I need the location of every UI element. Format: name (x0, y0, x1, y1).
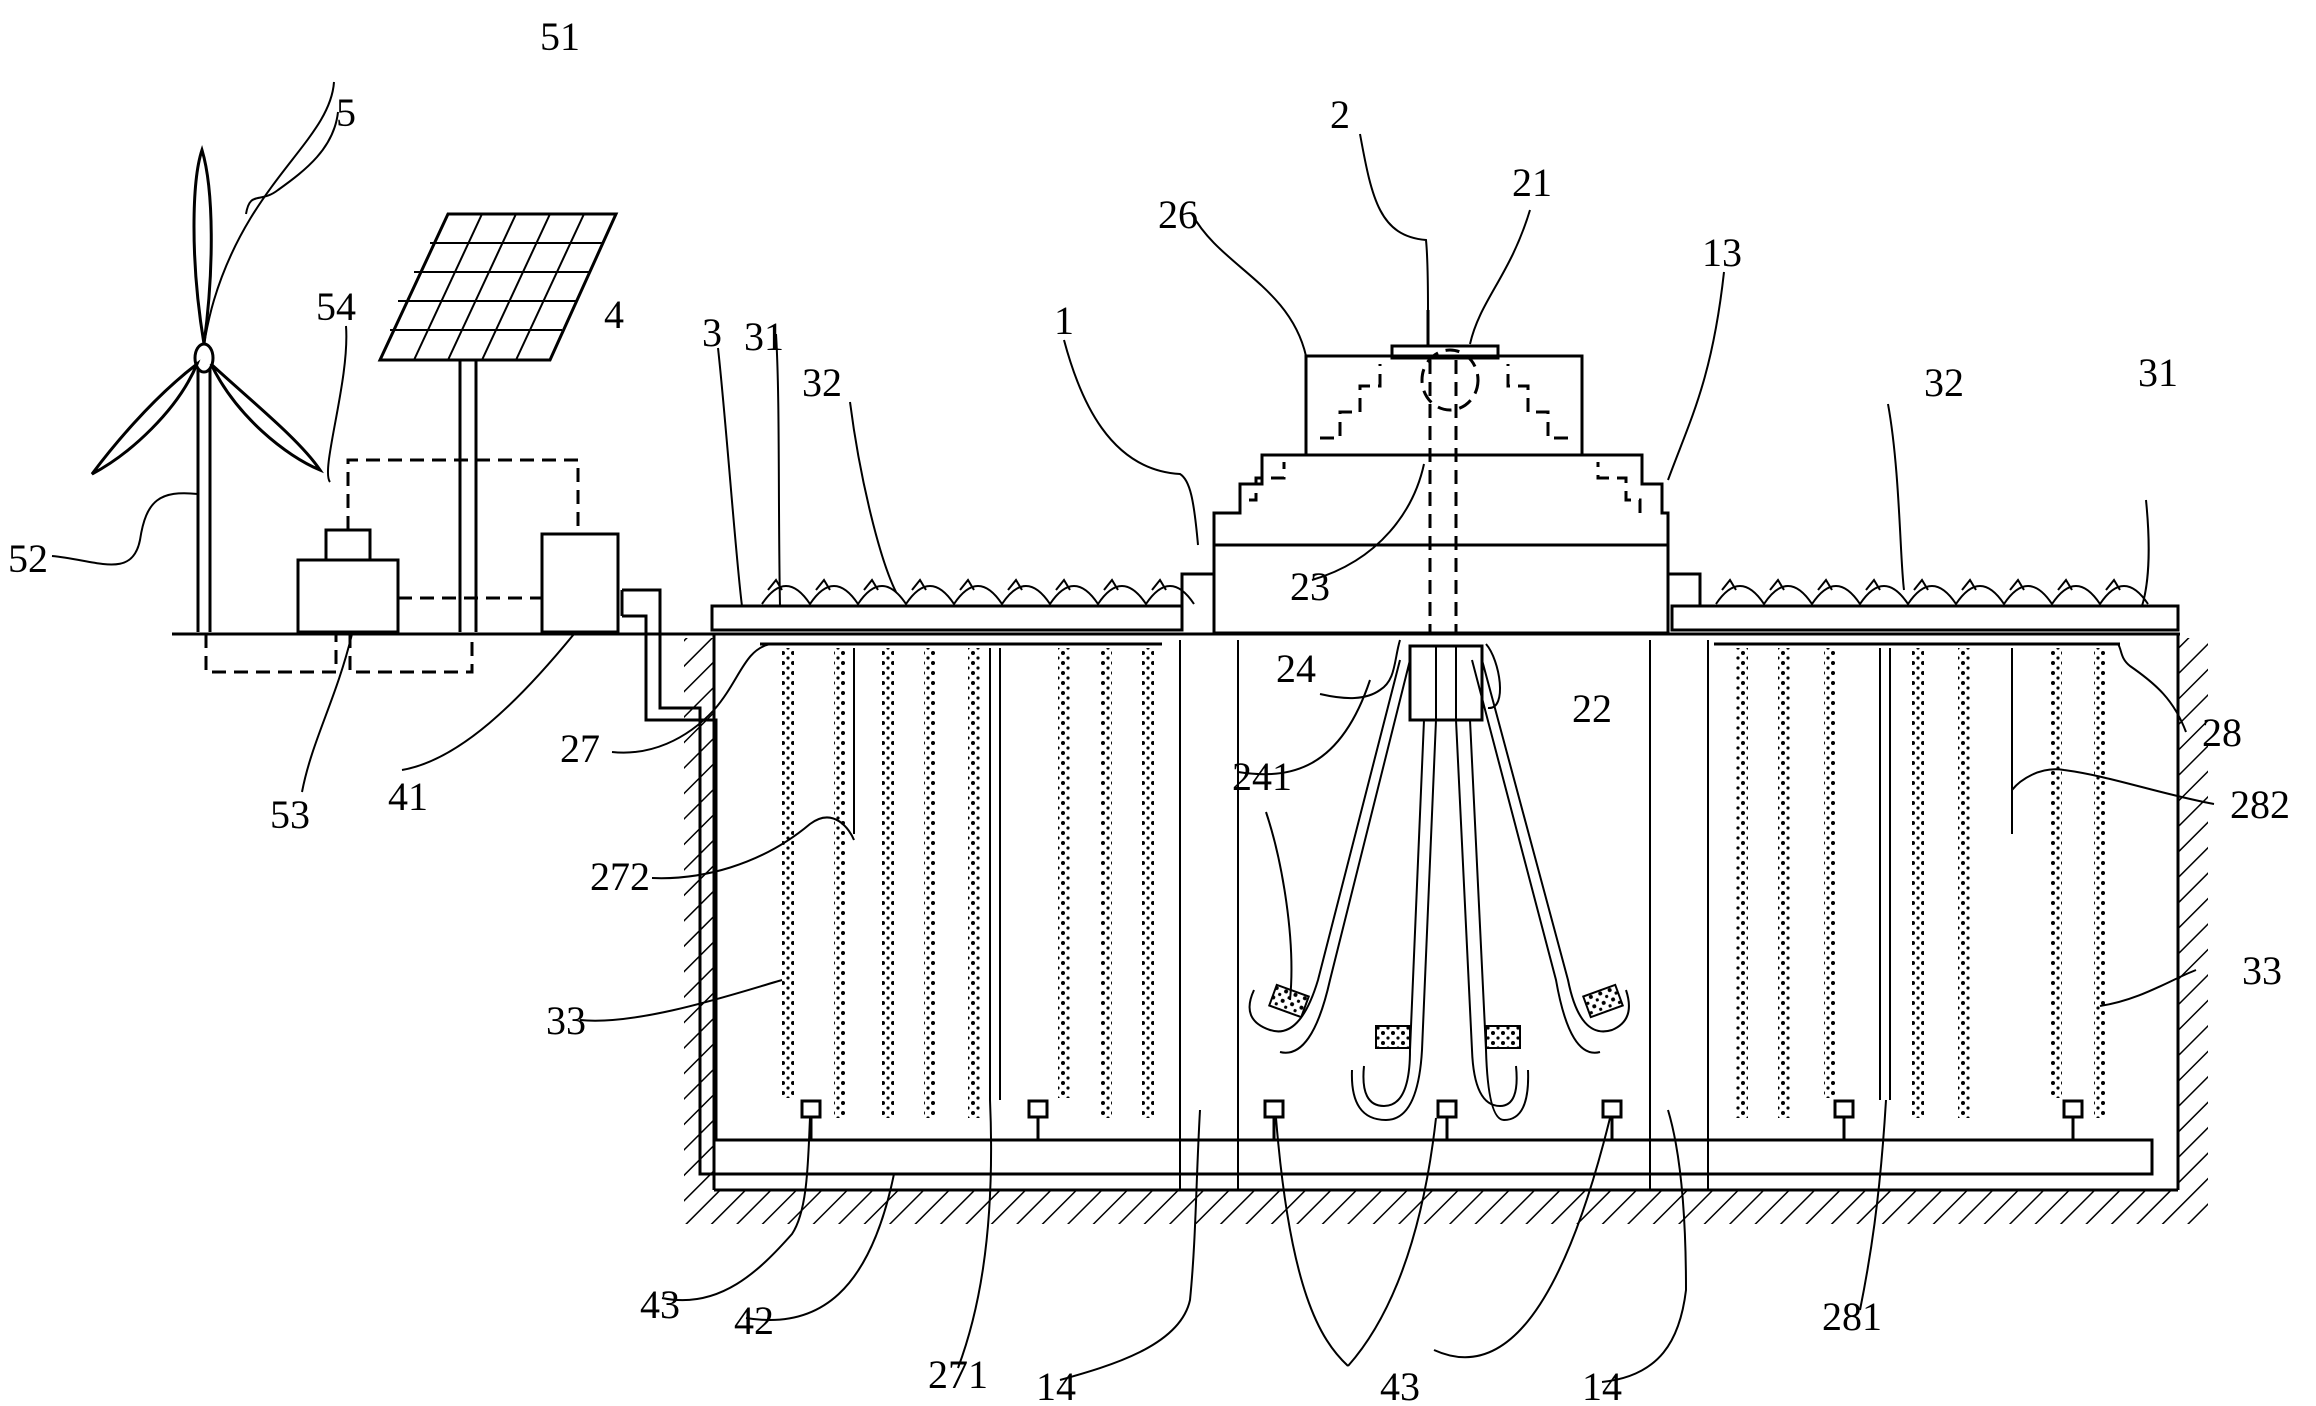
label-28: 28 (2202, 710, 2242, 755)
right-wall-hatching (2178, 638, 2208, 1190)
pipe-281 (1879, 648, 1891, 1100)
aerator-head (1601, 1099, 1623, 1140)
aerator-head (1263, 1099, 1285, 1140)
label-4: 4 (604, 292, 624, 337)
wiring (204, 458, 580, 674)
wind-turbine (90, 145, 324, 632)
right-plant-bed (1670, 578, 2180, 632)
aeration-pipe (620, 588, 2154, 1176)
label-51: 51 (540, 14, 580, 59)
chamber-partitions (1179, 640, 1709, 1190)
label-33-left: 33 (546, 998, 586, 1043)
label-282: 282 (2230, 782, 2290, 827)
label-23: 23 (1290, 564, 1330, 609)
aerator-head (1027, 1099, 1049, 1140)
left-plant-bed (710, 578, 1195, 632)
diffuser-blocks (1267, 983, 1625, 1049)
label-41: 41 (388, 774, 428, 819)
part-labels: 5 51 54 4 52 53 41 3 31 32 1 26 2 21 13 … (8, 14, 2290, 1406)
aerator-head (1833, 1099, 1855, 1140)
tank-body (684, 634, 2208, 1224)
label-241: 241 (1232, 754, 1292, 799)
distribution-pipes (1248, 659, 1630, 1122)
label-53: 53 (270, 792, 310, 837)
label-13: 13 (1702, 230, 1742, 275)
right-filler-strands (1736, 648, 2106, 1118)
label-31-left: 31 (744, 314, 784, 359)
central-stepped-structure (1180, 310, 1702, 635)
pipe-271 (989, 648, 1001, 1100)
label-43-left: 43 (640, 1282, 680, 1327)
blower-box-4 (540, 532, 620, 634)
label-5: 5 (336, 90, 356, 135)
label-281: 281 (1822, 1294, 1882, 1339)
solar-panel (377, 212, 619, 632)
label-22: 22 (1572, 686, 1612, 731)
aerator-head (1436, 1099, 1458, 1140)
inlet-manifold (1408, 644, 1484, 722)
label-27: 27 (560, 726, 600, 771)
label-32-left: 32 (802, 360, 842, 405)
label-3: 3 (702, 310, 722, 355)
label-271: 271 (928, 1352, 988, 1397)
bottom-hatching (684, 1190, 2208, 1224)
label-14-left: 14 (1036, 1364, 1076, 1406)
label-31-right: 31 (2138, 350, 2178, 395)
label-2: 2 (1330, 92, 1350, 137)
label-24: 24 (1276, 646, 1316, 691)
label-1: 1 (1054, 298, 1074, 343)
aerator-head (2062, 1099, 2084, 1140)
label-33-right: 33 (2242, 948, 2282, 993)
left-filler-strands (782, 648, 1154, 1118)
label-54: 54 (316, 284, 356, 329)
controller-box (296, 528, 400, 634)
label-43-center: 43 (1380, 1364, 1420, 1406)
leader-lines (51, 81, 2215, 1383)
label-14-right: 14 (1582, 1364, 1622, 1406)
label-272: 272 (590, 854, 650, 899)
aerator-heads (800, 1099, 2084, 1140)
label-42: 42 (734, 1298, 774, 1343)
label-26: 26 (1158, 192, 1198, 237)
aerator-head (800, 1099, 822, 1140)
label-21: 21 (1512, 160, 1552, 205)
label-32-right: 32 (1924, 360, 1964, 405)
label-52: 52 (8, 536, 48, 581)
